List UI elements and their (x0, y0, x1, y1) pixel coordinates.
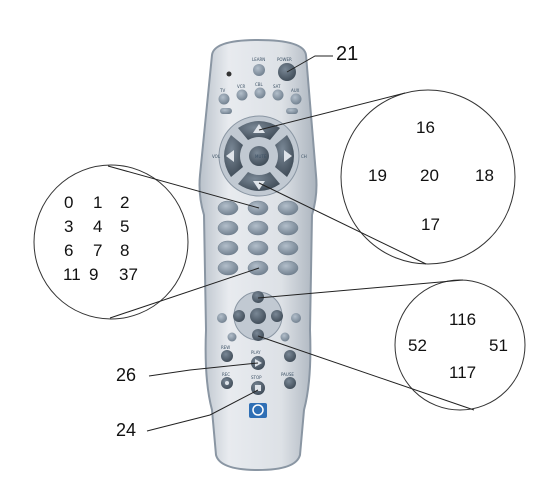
keypad-button-r2c2[interactable] (247, 220, 269, 236)
stop-icon (255, 385, 261, 391)
channel-code-left: 19 (368, 166, 387, 185)
play-label: PLAY (251, 350, 261, 355)
mode-label-vcr: VCR (237, 84, 246, 89)
mode-label-tv: TV (219, 88, 225, 93)
play-callout-line (148, 362, 259, 377)
mode-button-sat[interactable] (272, 89, 284, 101)
digit-code-0: 0 (64, 193, 73, 212)
rec-label: REC (222, 372, 230, 377)
digits-connector-bottom (109, 267, 260, 319)
guide-button[interactable] (286, 108, 298, 114)
power-callout-label: 21 (336, 43, 358, 65)
digit-code-37: 37 (119, 265, 138, 284)
digits-magnifier-circle (33, 164, 189, 320)
digit-code-5: 5 (120, 217, 129, 236)
mute-label: MUTE (255, 154, 267, 159)
ir-led (226, 71, 232, 77)
channel-code-right: 18 (475, 166, 494, 185)
fav-button[interactable] (280, 332, 290, 342)
ch-label: CH (301, 154, 307, 159)
digit-code-6: 6 (64, 241, 73, 260)
channel-down-arrow-icon (253, 181, 265, 190)
digit-code-1: 1 (93, 193, 102, 212)
keypad-button-r2c1[interactable] (217, 220, 239, 236)
keypad-button-r1c3[interactable] (277, 200, 299, 216)
keypad-button-r4c1[interactable] (217, 260, 239, 276)
keypad-button-r3c1[interactable] (217, 240, 239, 256)
learn-button[interactable] (253, 64, 265, 76)
channel-code-down: 17 (421, 215, 440, 234)
lower-nav (217, 291, 301, 342)
digit-code-2: 2 (120, 193, 129, 212)
channel-code-up: 16 (416, 118, 435, 137)
digits-connector-top (107, 165, 260, 209)
digit-code-8: 8 (120, 241, 129, 260)
keypad-button-r4c3[interactable] (277, 260, 299, 276)
stop-callout-label: 24 (116, 420, 136, 440)
nav-right-button[interactable] (271, 310, 283, 322)
volume-up-arrow-icon (284, 150, 292, 162)
digit-code-3: 3 (64, 217, 73, 236)
keypad-button-r2c3[interactable] (277, 220, 299, 236)
nav-left-button[interactable] (233, 310, 245, 322)
channel-magnifier-circle (340, 89, 516, 265)
power-callout-line (286, 55, 333, 73)
arrows-connector-bottom (257, 335, 475, 411)
nav-ok-button[interactable] (250, 308, 266, 324)
mode-label-aux: AUX (291, 88, 300, 93)
digit-code-4: 4 (93, 217, 102, 236)
transport-buttons: REW PLAY REC STOP PAUSE (221, 345, 296, 395)
brand-logo (249, 403, 267, 418)
mode-label-cbl: CBL (255, 82, 264, 87)
pause-label: PAUSE (281, 372, 294, 377)
info-button[interactable] (217, 313, 227, 323)
last-button[interactable] (227, 332, 237, 342)
rewind-button[interactable] (221, 350, 233, 362)
vol-label: VOL (212, 154, 221, 159)
power-label: POWER (277, 57, 292, 62)
rew-label: REW (221, 345, 230, 350)
channel-connector-bottom (258, 182, 427, 265)
play-callout-label: 26 (116, 365, 136, 385)
nav-up-button[interactable] (252, 291, 264, 303)
digits-codes: 0 1 2 3 4 5 6 7 8 11 9 37 (63, 193, 138, 284)
learn-label: LEARN (252, 57, 265, 62)
arrows-connector-top (257, 279, 464, 299)
channel-up-arrow-icon (253, 124, 265, 133)
number-keypad (217, 200, 299, 276)
arrow-code-left: 52 (408, 336, 427, 355)
mode-button-tv[interactable] (218, 93, 230, 105)
keypad-button-r3c3[interactable] (277, 240, 299, 256)
arrow-code-right: 51 (489, 336, 508, 355)
mode-buttons: TV VCR CBL SAT AUX (218, 82, 302, 105)
pause-button[interactable] (284, 377, 296, 389)
volume-down-arrow-icon (226, 150, 234, 162)
mode-button-vcr[interactable] (236, 89, 248, 101)
mode-button-aux[interactable] (290, 93, 302, 105)
nav-down-button[interactable] (252, 329, 264, 341)
fast-forward-button[interactable] (284, 350, 296, 362)
record-icon (225, 381, 229, 385)
mode-button-cbl[interactable] (254, 87, 266, 99)
mute-button[interactable] (249, 146, 269, 166)
stop-label: STOP (251, 375, 262, 380)
stop-callout-line (146, 389, 259, 432)
digit-code-11: 11 (63, 265, 81, 284)
digit-code-7: 7 (93, 241, 102, 260)
dpad: MUTE VOL CH (212, 115, 307, 197)
keypad-button-r1c1[interactable] (217, 200, 239, 216)
keypad-button-r3c2[interactable] (247, 240, 269, 256)
menu-button[interactable] (220, 108, 232, 114)
play-icon (255, 359, 262, 367)
arrow-code-down: 117 (449, 363, 476, 382)
digit-code-9: 9 (89, 265, 98, 284)
channel-connector-top (258, 92, 406, 131)
channel-code-center: 20 (420, 166, 439, 185)
connector-lines (107, 55, 475, 432)
exit-button[interactable] (291, 313, 301, 323)
arrow-code-up: 116 (449, 310, 476, 329)
mode-label-sat: SAT (273, 84, 281, 89)
